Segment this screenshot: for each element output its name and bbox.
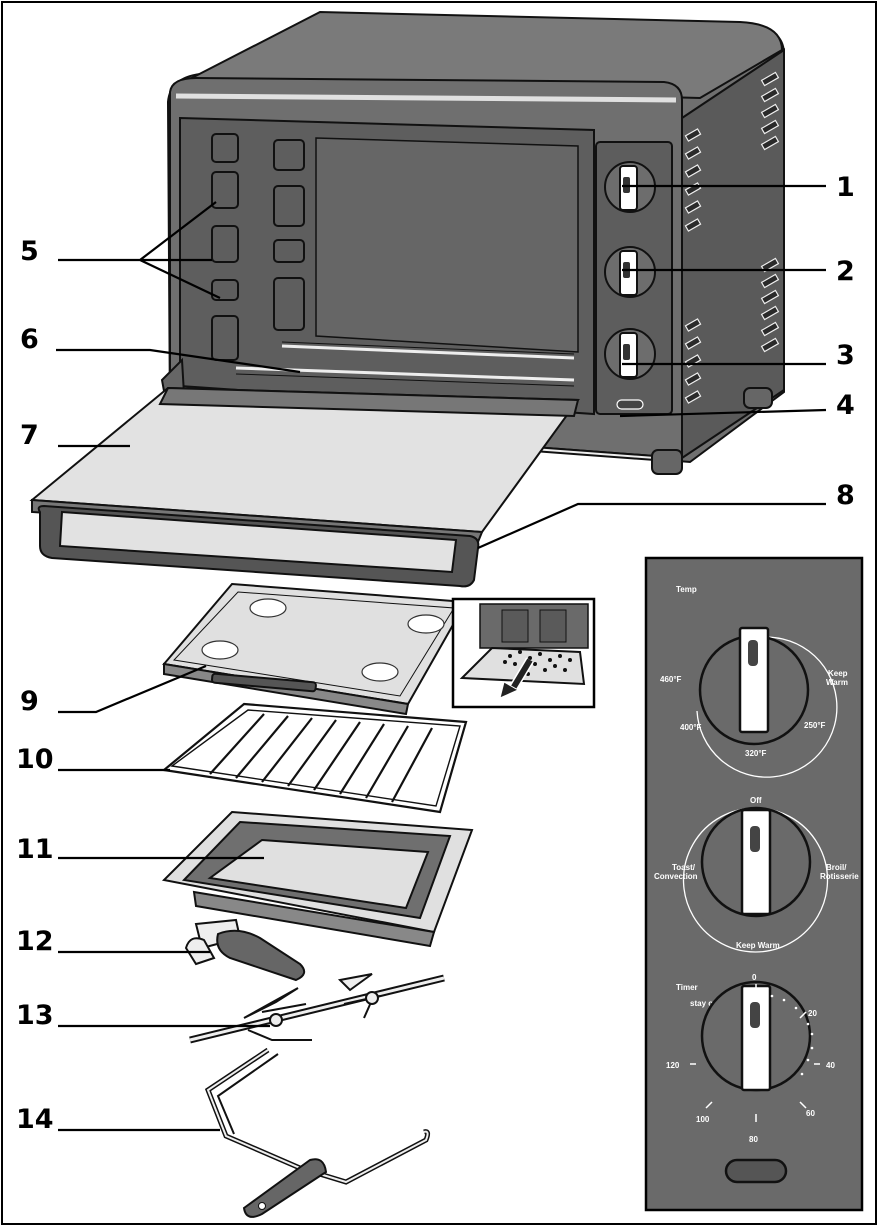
- crumb-tray-inset: [451, 597, 596, 709]
- crumbs: [503, 650, 572, 676]
- knob-2[interactable]: [604, 246, 656, 298]
- pan-handle: [184, 918, 306, 982]
- temp-warm: Warm: [826, 678, 848, 687]
- callout-7: 7: [20, 420, 39, 451]
- callout-2: 2: [836, 256, 855, 287]
- callout-12: 12: [16, 926, 54, 957]
- timer-stay-on: stay on: [690, 999, 718, 1008]
- door-top-trim: [158, 386, 580, 418]
- control-panel-detail: Temp 460°F 400°F 320°F 250°F Keep Warm O…: [644, 556, 864, 1212]
- baking-pan: [161, 810, 474, 948]
- callout-4: 4: [836, 390, 855, 421]
- temp-460: 460°F: [660, 675, 682, 684]
- callout-11: 11: [16, 834, 54, 865]
- crumb-tray: [162, 582, 468, 716]
- wire-rack: [161, 702, 468, 814]
- func-keep-warm: Keep Warm: [736, 941, 780, 950]
- func-off: Off: [750, 796, 762, 805]
- rotisserie-spit: [189, 973, 445, 1044]
- func-toast: Toast/: [672, 863, 696, 872]
- rotisserie-lifter: [204, 1047, 431, 1218]
- func-convection: Convection: [654, 872, 698, 881]
- power-light-icon: [724, 1158, 788, 1184]
- foot-right: [651, 449, 683, 475]
- toaster-oven: [29, 10, 785, 588]
- callout-10: 10: [16, 744, 54, 775]
- callout-numbers: 1 2 3 4 5 6 7 8 9 10 11 12 13 14: [16, 172, 855, 1135]
- temp-250: 250°F: [804, 721, 826, 730]
- leader-lines: [56, 184, 827, 1132]
- callout-8: 8: [836, 480, 855, 511]
- timer-title: Timer: [676, 983, 698, 992]
- oven-top: [179, 10, 784, 100]
- callout-1: 1: [836, 172, 855, 203]
- back-wall: [315, 137, 579, 353]
- timer-40: 40: [826, 1061, 835, 1070]
- timer-0: 0: [752, 973, 757, 982]
- temp-400: 400°F: [680, 723, 702, 732]
- knob-3[interactable]: [604, 328, 656, 380]
- callout-14: 14: [16, 1104, 54, 1135]
- timer-120: 120: [666, 1061, 680, 1070]
- callout-6: 6: [20, 324, 39, 355]
- func-rotisserie: Rotisserie: [820, 872, 859, 881]
- rack-guides: [211, 133, 305, 361]
- side-vents: [684, 71, 780, 404]
- timer-80: 80: [749, 1135, 758, 1144]
- temp-keep: Keep: [828, 669, 848, 678]
- timer-20: 20: [808, 1009, 817, 1018]
- func-broil: Broil/: [826, 863, 847, 872]
- timer-60: 60: [806, 1109, 815, 1118]
- arrow-icon: [509, 658, 533, 692]
- power-light-icon: [616, 399, 644, 410]
- callout-13: 13: [16, 1000, 54, 1031]
- callout-5: 5: [20, 236, 39, 267]
- callout-3: 3: [836, 340, 855, 371]
- foot-back: [743, 387, 773, 409]
- callout-9: 9: [20, 686, 39, 717]
- timer-100: 100: [696, 1115, 710, 1124]
- temp-320: 320°F: [745, 749, 767, 758]
- heating-element: [281, 344, 575, 360]
- temp-title: Temp: [676, 585, 697, 594]
